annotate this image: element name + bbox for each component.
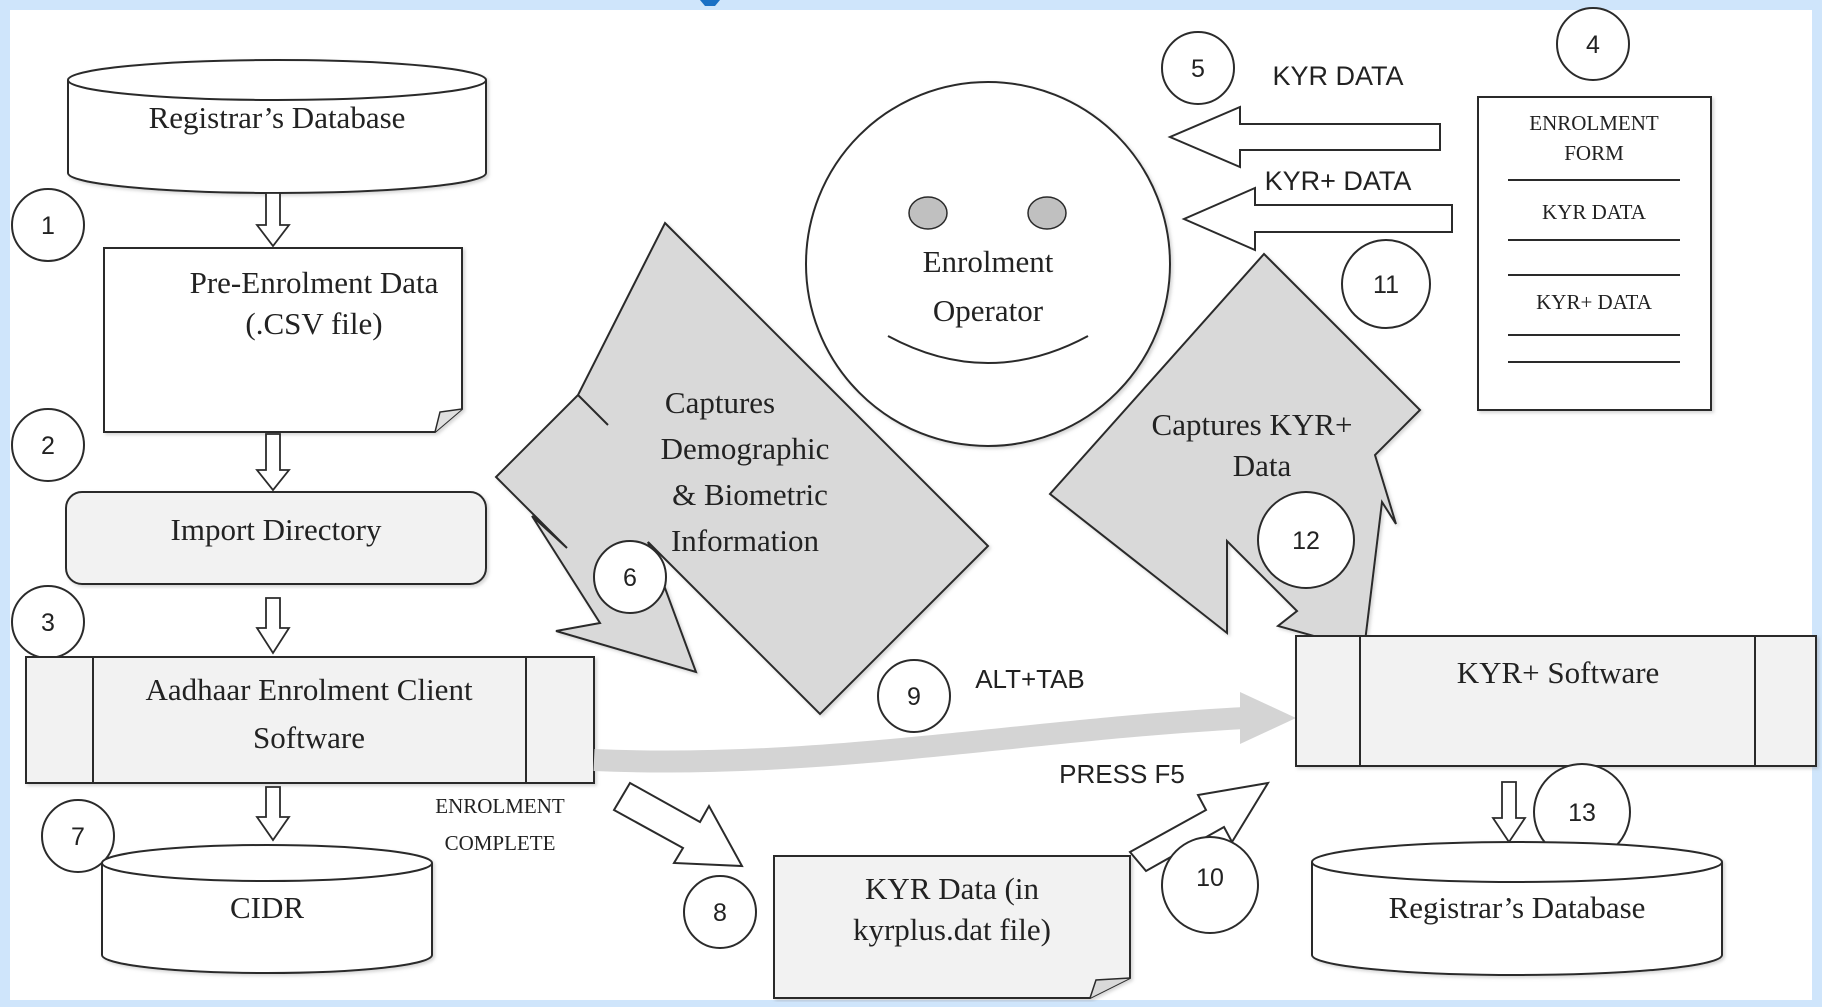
svg-text:2: 2	[41, 432, 55, 460]
step-11-marker: 11	[1341, 239, 1431, 329]
registrars-database-bottom-label: Registrar’s Database	[1389, 890, 1646, 925]
step-2-marker: 2	[11, 408, 85, 482]
down-arrow-3	[255, 597, 291, 655]
alt-tab-label: ALT+TAB	[975, 664, 1085, 694]
svg-text:4: 4	[1586, 31, 1600, 59]
step-12-marker: 12	[1257, 491, 1355, 589]
smile-icon	[887, 335, 1089, 364]
right-eye-icon	[1027, 196, 1067, 230]
step-3-marker: 3	[11, 585, 85, 659]
kyr-plus-software-box: KYR+ Software	[1295, 635, 1817, 767]
down-arrow-4	[255, 786, 291, 842]
form-title-line1: ENROLMENT	[1529, 111, 1659, 135]
captures-kyr-line1: Captures KYR+	[1152, 407, 1353, 442]
enrolment-complete-label-line2: COMPLETE	[445, 831, 556, 855]
kyr-data-file-line2: kyrplus.dat file)	[853, 912, 1051, 947]
enrolment-form-document: ENROLMENT FORM KYR DATA KYR+ DATA	[1477, 96, 1712, 411]
header-fragment	[700, 0, 720, 6]
step-9-marker: 9	[877, 659, 951, 733]
pre-enrolment-label-line1: Pre-Enrolment Data	[190, 265, 439, 300]
registrars-database-top-label: Registrar’s Database	[149, 100, 406, 135]
svg-text:13: 13	[1568, 799, 1596, 827]
svg-text:1: 1	[41, 212, 55, 240]
aadhaar-client-label-line1: Aadhaar Enrolment Client	[145, 672, 473, 707]
down-arrow-2	[255, 433, 291, 492]
enrolment-complete-arrow	[612, 781, 744, 868]
aadhaar-enrolment-client-box: Aadhaar Enrolment Client Software	[25, 656, 595, 784]
enrolment-operator-face: Enrolment Operator	[805, 81, 1171, 447]
cidr-label: CIDR	[230, 890, 304, 925]
captures-demographic-line1: Captures	[665, 385, 775, 420]
form-section-kyr-plus: KYR+ DATA	[1536, 290, 1653, 314]
cidr-database: CIDR	[101, 844, 433, 974]
pre-enrolment-label-line2: (.CSV file)	[245, 306, 382, 341]
down-arrow-5	[1491, 781, 1527, 844]
registrars-database-bottom: Registrar’s Database	[1311, 841, 1723, 976]
pre-enrolment-data-document: Pre-Enrolment Data (.CSV file)	[103, 247, 463, 433]
alt-tab-flow-arrow	[593, 707, 1246, 773]
kyr-plus-data-left-arrow	[1181, 186, 1453, 252]
step-4-marker: 4	[1556, 7, 1630, 81]
form-section-kyr: KYR DATA	[1542, 200, 1647, 224]
operator-label-line2: Operator	[933, 293, 1044, 328]
left-eye-icon	[908, 196, 948, 230]
form-title-line2: FORM	[1564, 141, 1624, 165]
press-f5-arrow	[1128, 781, 1270, 873]
kyr-plus-software-label: KYR+ Software	[1457, 655, 1660, 690]
step-10-marker: 10	[1161, 836, 1259, 934]
svg-text:3: 3	[41, 609, 55, 637]
import-directory-label: Import Directory	[171, 512, 382, 547]
svg-text:6: 6	[623, 564, 637, 592]
kyr-data-file-document: KYR Data (in kyrplus.dat file)	[773, 855, 1131, 999]
import-directory-box: Import Directory	[65, 491, 487, 585]
step-8-marker: 8	[683, 875, 757, 949]
aadhaar-client-label-line2: Software	[253, 720, 365, 755]
step-13-marker: 13	[1533, 763, 1631, 861]
captures-kyr-line2: Data	[1233, 448, 1292, 483]
svg-text:12: 12	[1292, 527, 1320, 555]
operator-label-line1: Enrolment	[923, 244, 1054, 279]
alt-tab-flow-arrowhead	[1240, 692, 1296, 744]
svg-text:5: 5	[1191, 55, 1205, 83]
captures-demographic-line2: Demographic	[661, 431, 830, 466]
press-f5-label: PRESS F5	[1059, 759, 1185, 789]
step-7-marker: 7	[41, 799, 115, 873]
kyr-data-file-line1: KYR Data (in	[865, 871, 1039, 906]
step-1-marker: 1	[11, 188, 85, 262]
enrolment-complete-label-line1: ENROLMENT	[435, 794, 565, 818]
down-arrow-1	[255, 192, 291, 248]
kyr-data-arrow-label: KYR DATA	[1272, 61, 1403, 91]
kyr-data-left-arrow	[1167, 105, 1441, 169]
svg-text:8: 8	[713, 899, 727, 927]
kyr-plus-data-arrow-label: KYR+ DATA	[1265, 166, 1412, 196]
svg-text:10: 10	[1196, 864, 1224, 892]
svg-text:7: 7	[71, 823, 85, 851]
registrars-database-top: Registrar’s Database	[67, 59, 487, 194]
captures-demographic-line3: & Biometric	[672, 477, 828, 512]
svg-text:11: 11	[1373, 271, 1399, 299]
svg-text:9: 9	[907, 683, 921, 711]
step-6-marker: 6	[593, 540, 667, 614]
captures-demographic-line4: Information	[671, 523, 820, 558]
step-5-marker: 5	[1161, 31, 1235, 105]
